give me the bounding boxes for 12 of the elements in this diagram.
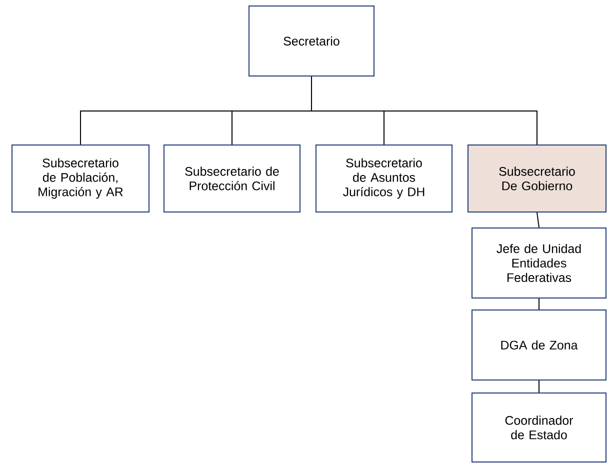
box: DGA de Zona bbox=[472, 309, 606, 380]
connector-line bbox=[536, 212, 540, 228]
box: Subsecretario de Asuntos Jurídicos y DH bbox=[316, 144, 452, 212]
box: Subsecretario de Protección Civil bbox=[164, 144, 300, 212]
box: Coordinador de Estado bbox=[472, 392, 606, 462]
box: Subsecretario de Población, Migración y AR bbox=[12, 144, 150, 212]
box: Jefe de Unidad Entidades Federativas bbox=[472, 227, 606, 298]
connector-line bbox=[538, 380, 540, 393]
connector-line bbox=[311, 76, 538, 145]
box: Subsecretario De Gobierno bbox=[468, 144, 606, 212]
connector-line bbox=[538, 298, 540, 310]
box: Secretario bbox=[248, 6, 374, 76]
